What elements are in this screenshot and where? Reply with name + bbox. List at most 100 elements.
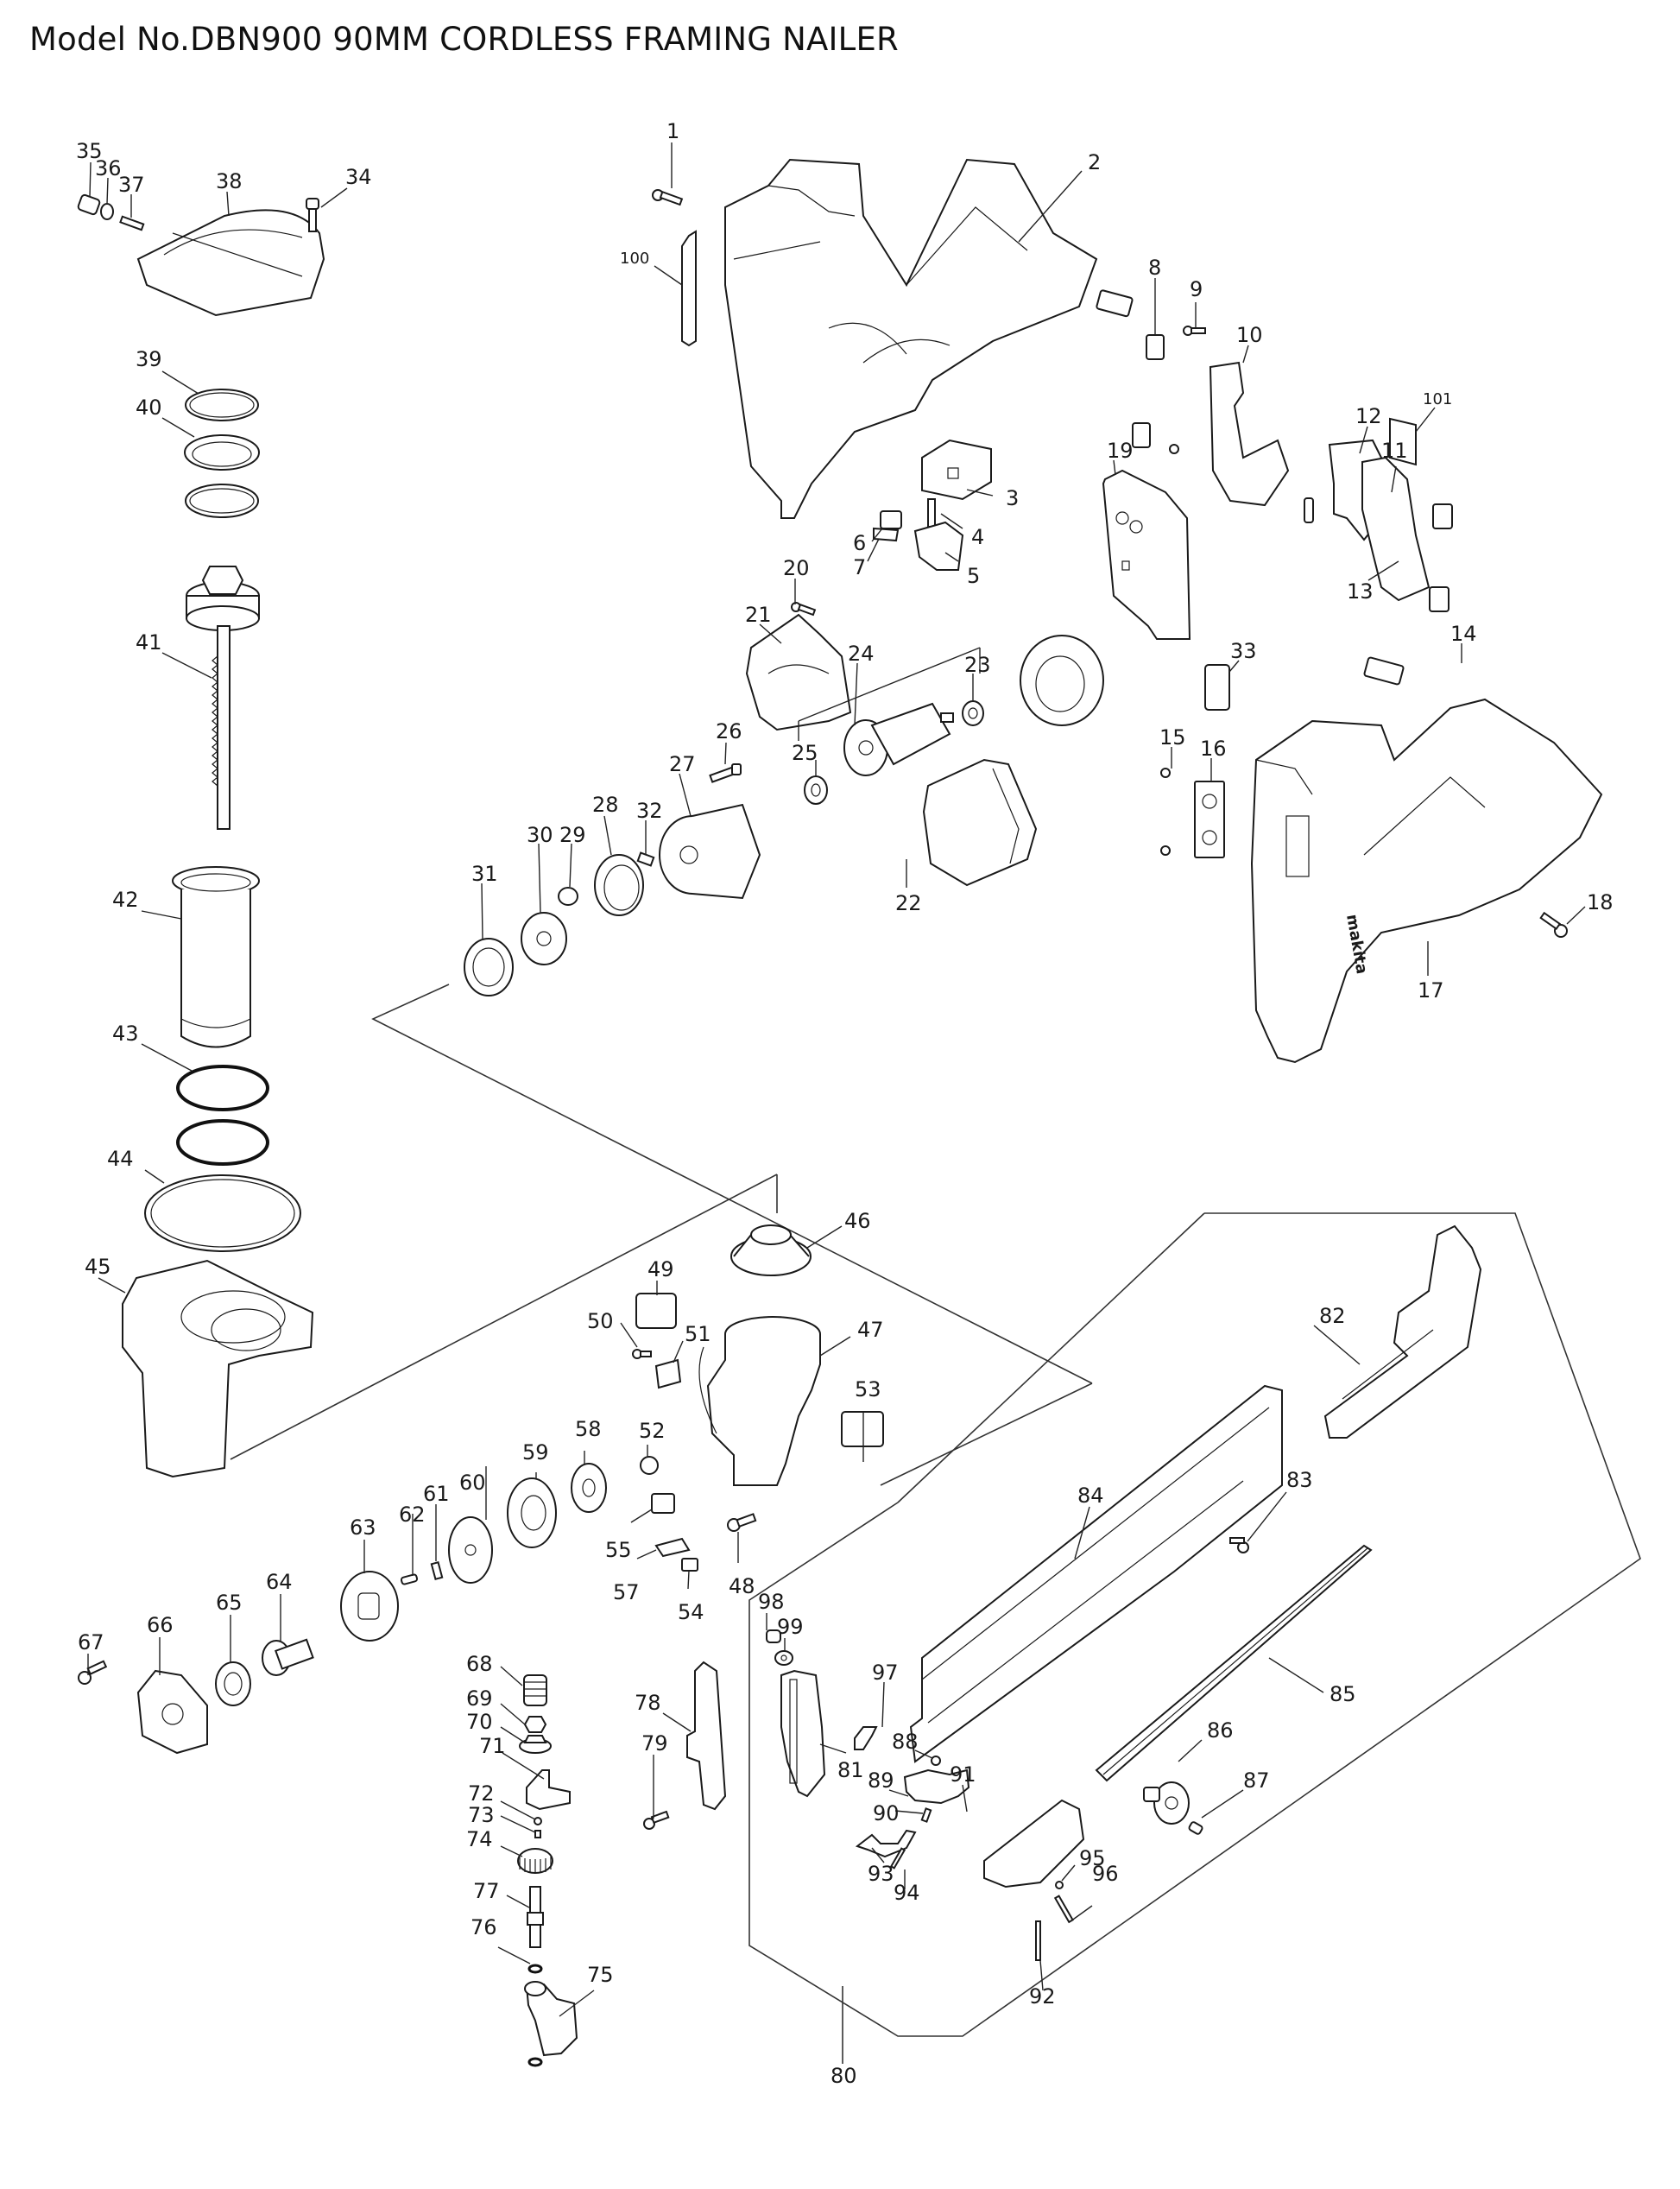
part-72-steel-ball[interactable] xyxy=(534,1817,542,1825)
part-23-ball-bearing[interactable] xyxy=(962,700,984,726)
part-35-plug[interactable] xyxy=(77,193,101,216)
part-2-housing-half-left[interactable] xyxy=(724,158,1098,519)
part-90-compression-spring[interactable] xyxy=(920,1807,932,1823)
part-33-insulation-sleeve[interactable] xyxy=(1204,664,1230,711)
part-55-switch-holder[interactable] xyxy=(651,1493,675,1514)
part-52-retaining-ring[interactable] xyxy=(640,1456,659,1475)
part-26-hex-socket-bolt[interactable] xyxy=(709,763,742,783)
part-96-pin[interactable] xyxy=(1053,1895,1074,1924)
part-69-hex-nut[interactable] xyxy=(523,1716,547,1733)
part-29-spur-gear[interactable] xyxy=(558,887,578,906)
part-28-internal-gear[interactable] xyxy=(594,854,644,916)
part-38-cylinder-cap[interactable] xyxy=(136,209,325,317)
part-71-adjuster-bracket[interactable] xyxy=(526,1769,571,1811)
part-3-switch-unit[interactable] xyxy=(921,439,992,501)
part-84-magazine[interactable] xyxy=(909,1384,1283,1763)
part-97-stopper[interactable] xyxy=(854,1726,878,1750)
part-79-hex-socket-bolt[interactable] xyxy=(643,1810,670,1830)
part-76-o-ring[interactable] xyxy=(527,1964,543,1974)
part-21-motor-housing[interactable] xyxy=(745,613,852,731)
part-31-ball-bearing[interactable] xyxy=(464,938,514,996)
part-5-switch-lever[interactable] xyxy=(913,521,964,571)
part-17-housing-half-right[interactable]: makita xyxy=(1250,698,1603,1064)
part-61-compression-spring[interactable] xyxy=(430,1561,444,1580)
part-20-tapping-screw[interactable] xyxy=(791,602,817,617)
part-32-magnet[interactable] xyxy=(636,851,655,867)
part-43-o-ring[interactable] xyxy=(176,1065,269,1111)
part-66-bearing-retainer[interactable] xyxy=(136,1669,208,1755)
part-64-spindle[interactable] xyxy=(262,1638,314,1676)
part-86-pusher-reel[interactable] xyxy=(1143,1781,1190,1825)
part-22-stator[interactable] xyxy=(922,758,1038,887)
part-91-pusher[interactable] xyxy=(983,1799,1085,1888)
part-57-plate[interactable] xyxy=(654,1537,691,1558)
part-8-terminal-block[interactable] xyxy=(1146,334,1165,360)
part-46-bumper[interactable] xyxy=(730,1224,812,1276)
part-44-gasket[interactable] xyxy=(144,1174,301,1252)
part-37-valve-core[interactable] xyxy=(119,215,145,231)
part-6-lock-button[interactable] xyxy=(880,510,902,529)
part-49-magnet-holder[interactable] xyxy=(635,1293,677,1329)
part-68-compression-spring[interactable] xyxy=(523,1674,547,1706)
part-88-nut[interactable] xyxy=(931,1756,941,1766)
label-79: 79 xyxy=(641,1731,668,1756)
part-60-thrust-plate[interactable] xyxy=(448,1516,493,1584)
part-62-pin[interactable] xyxy=(400,1573,419,1585)
part-36-o-ring[interactable] xyxy=(100,203,114,220)
part-39-ring[interactable] xyxy=(185,389,259,421)
part-93-lever[interactable] xyxy=(855,1829,917,1858)
part-98-bolt[interactable] xyxy=(766,1629,781,1643)
part-53-connector-cover[interactable] xyxy=(841,1411,884,1447)
part-4-compression-spring[interactable] xyxy=(927,498,936,528)
part-43-o-ring-2[interactable] xyxy=(176,1119,269,1166)
part-94-compression-spring[interactable] xyxy=(889,1847,906,1870)
part-83-hex-socket-bolt[interactable] xyxy=(1229,1537,1249,1553)
part-74-adjust-dial[interactable] xyxy=(517,1848,553,1874)
part-10-battery-terminal-holder[interactable] xyxy=(1209,361,1290,507)
part-100-name-plate[interactable] xyxy=(681,230,697,347)
part-16-switch-panel[interactable] xyxy=(1194,781,1225,858)
part-85-pusher-rail[interactable] xyxy=(1095,1544,1373,1782)
part-73-compression-spring[interactable] xyxy=(534,1830,541,1838)
label-28: 28 xyxy=(592,793,619,817)
part-99-washer[interactable] xyxy=(774,1650,793,1666)
label-85: 85 xyxy=(1329,1682,1356,1706)
part-24-rotor[interactable] xyxy=(843,702,954,776)
part-92-pin[interactable] xyxy=(1035,1920,1041,1961)
part-82-magazine-end-cap[interactable] xyxy=(1323,1224,1482,1439)
part-51-sensor-circuit[interactable] xyxy=(654,1358,682,1389)
part-34-hex-socket-bolt[interactable] xyxy=(306,198,319,232)
part-48-hex-socket-bolt[interactable] xyxy=(727,1513,757,1532)
part-19-controller[interactable] xyxy=(1102,469,1191,640)
part-30-carrier[interactable] xyxy=(521,912,567,965)
part-75-contact-arm[interactable] xyxy=(524,1981,578,2057)
part-41-piston-driver[interactable] xyxy=(186,566,260,830)
part-15-tapping-screw[interactable] xyxy=(1160,768,1171,856)
part-63-clutch-cam[interactable] xyxy=(340,1571,399,1642)
part-25-ball-bearing[interactable] xyxy=(804,775,828,805)
part-77-adjust-screw[interactable] xyxy=(527,1886,544,1948)
part-78-contact-guide[interactable] xyxy=(686,1661,727,1811)
part-54-switch[interactable] xyxy=(681,1558,698,1572)
part-11-terminal-holder[interactable] xyxy=(1361,456,1453,612)
part-95-washer[interactable] xyxy=(1055,1881,1064,1889)
part-42-cylinder[interactable] xyxy=(172,866,260,1048)
part-27-gear-housing[interactable] xyxy=(659,803,761,900)
part-65-ball-bearing[interactable] xyxy=(215,1661,251,1706)
part-9-tapping-screw[interactable] xyxy=(1183,326,1206,336)
part-58-flat-washer[interactable] xyxy=(571,1463,607,1513)
part-70-flange-nut[interactable] xyxy=(519,1735,552,1754)
part-81-magazine-front[interactable] xyxy=(780,1669,826,1798)
part-67-hex-socket-bolt[interactable] xyxy=(78,1660,108,1685)
label-78: 78 xyxy=(635,1691,661,1715)
part-45-cylinder-base[interactable] xyxy=(122,1259,314,1478)
part-50-tapping-screw[interactable] xyxy=(632,1349,652,1359)
part-1-tapping-screw[interactable] xyxy=(652,189,684,206)
part-87-pin[interactable] xyxy=(1188,1821,1203,1835)
part-18-hex-bolt[interactable] xyxy=(1539,911,1568,938)
part-40-piston-ring[interactable] xyxy=(184,434,260,471)
part-59-lift-gear[interactable] xyxy=(507,1477,557,1548)
part-101-label[interactable] xyxy=(1389,417,1417,466)
part-14-rubber-pin[interactable] xyxy=(1363,656,1405,686)
part-47-driver-guide-housing[interactable] xyxy=(698,1316,821,1486)
